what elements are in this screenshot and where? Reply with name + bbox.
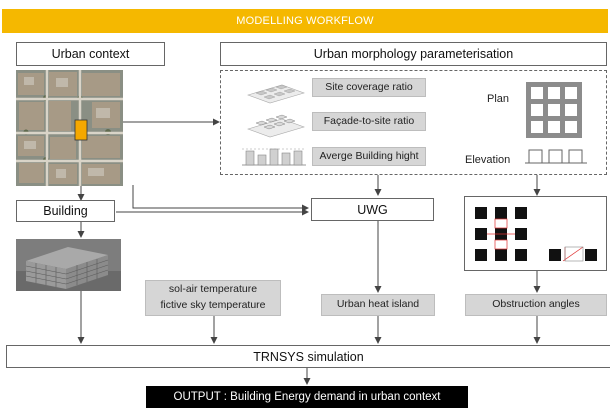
fictive-sky-temperature-label: fictive sky temperature [160,299,266,311]
plan-diagram [526,82,582,138]
sol-air-temperature-box: sol-air temperature fictive sky temperat… [145,280,281,316]
workflow-banner: MODELLING WORKFLOW [2,9,608,33]
aerial-map-image [16,70,123,186]
facade-to-site-label: Façade-to-site ratio [312,112,426,131]
urban-morphology-box: Urban morphology parameterisation [220,42,607,66]
obstruction-diagram [475,207,597,262]
arrow-context-to-uwg [132,185,309,212]
trnsys-simulation-box: TRNSYS simulation [6,345,610,368]
urban-context-box: Urban context [16,42,165,66]
highlighted-building [74,119,88,141]
facade-to-site-icon [247,114,305,138]
uwg-box: UWG [311,198,434,221]
final-output-box: OUTPUT : Building Energy demand in urban… [146,386,468,408]
building-3d-model [16,239,121,291]
site-coverage-icon [247,84,305,104]
sol-air-temperature-label: sol-air temperature [168,283,258,296]
elevation-label: Elevation [465,154,511,166]
avg-building-height-label: Averge Building hight [312,147,426,166]
plan-label: Plan [487,93,510,105]
obstruction-angles-box: Obstruction angles [465,294,607,316]
parameter-icons [242,84,306,166]
urban-heat-island-box: Urban heat island [321,294,435,316]
elevation-diagram [525,149,587,164]
building-height-icon [242,148,306,166]
site-coverage-label: Site coverage ratio [312,78,426,97]
building-box: Building [16,200,115,222]
